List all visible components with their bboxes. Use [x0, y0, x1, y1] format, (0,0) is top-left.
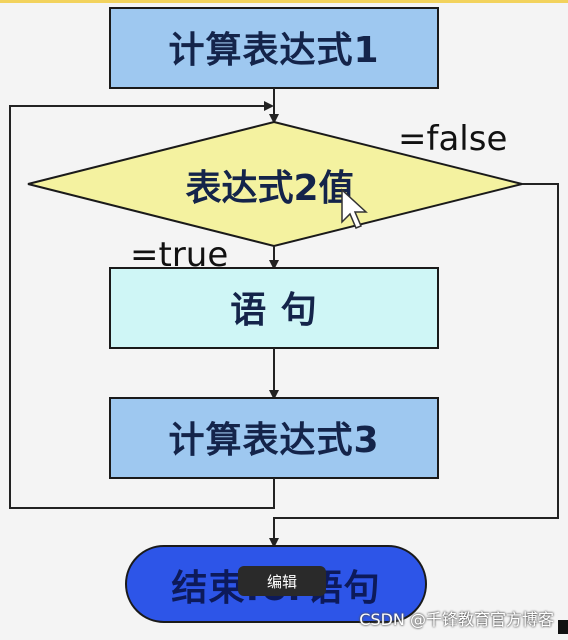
diamond-condition-label: 表达式2值 — [185, 168, 354, 209]
loop-back-line — [9, 101, 275, 509]
box-expression1-label: 计算表达式1 — [168, 30, 379, 71]
false-label: =false — [398, 119, 507, 159]
watermark-text: CSDN @千锋教育官方博客 — [359, 610, 554, 629]
box-expression3-label: 计算表达式3 — [168, 420, 379, 461]
top-border — [0, 0, 568, 3]
box-statement-label: 语 句 — [230, 290, 318, 331]
mouse-cursor-icon — [341, 188, 368, 229]
false-branch-line — [269, 183, 559, 548]
corner-mark — [558, 620, 568, 634]
edit-button[interactable]: 编辑 — [238, 566, 326, 596]
